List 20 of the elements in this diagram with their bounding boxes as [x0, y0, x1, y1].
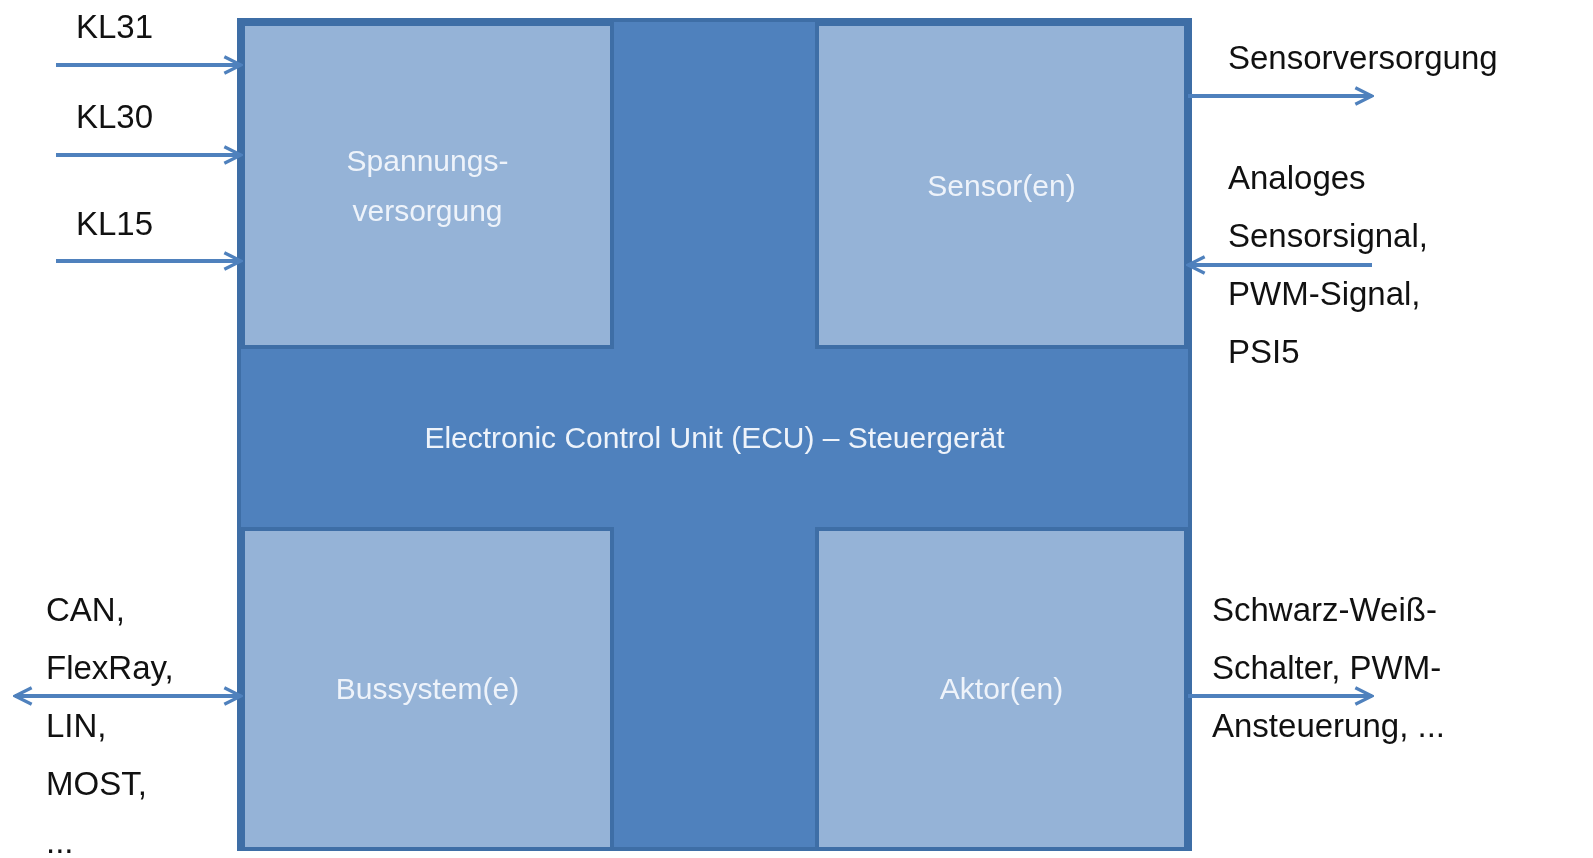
arrow	[56, 251, 243, 271]
node-label: Bussystem(e)	[335, 671, 520, 707]
signal-label: KL30	[56, 88, 154, 155]
arrow	[56, 55, 243, 75]
signal-label: KL31	[56, 0, 154, 65]
arrow	[1186, 255, 1372, 275]
node-label: Electronic Control Unit (ECU) – Steuergerät	[424, 420, 1005, 456]
ecu-box	[237, 18, 1192, 851]
signal-label: CAN, FlexRay, LIN, MOST, ...	[15, 581, 181, 858]
signal-label: Analoges Sensorsignal, PWM-Signal, PSI5	[1228, 149, 1478, 381]
arrow	[1188, 86, 1374, 106]
node-label: Sensor(en)	[927, 167, 1076, 204]
signal-label: KL15	[56, 195, 154, 261]
signal-label: Sensorversorgung	[1228, 29, 1498, 96]
signal-label: Schwarz-Weiß- Schalter, PWM- Ansteuerung, ...	[1212, 581, 1522, 755]
node-label: Spannungs- versorgung	[345, 142, 510, 229]
arrow	[56, 145, 243, 165]
node-label: Aktor(en)	[939, 671, 1064, 707]
arrow	[1188, 686, 1374, 706]
arrow	[13, 686, 243, 706]
